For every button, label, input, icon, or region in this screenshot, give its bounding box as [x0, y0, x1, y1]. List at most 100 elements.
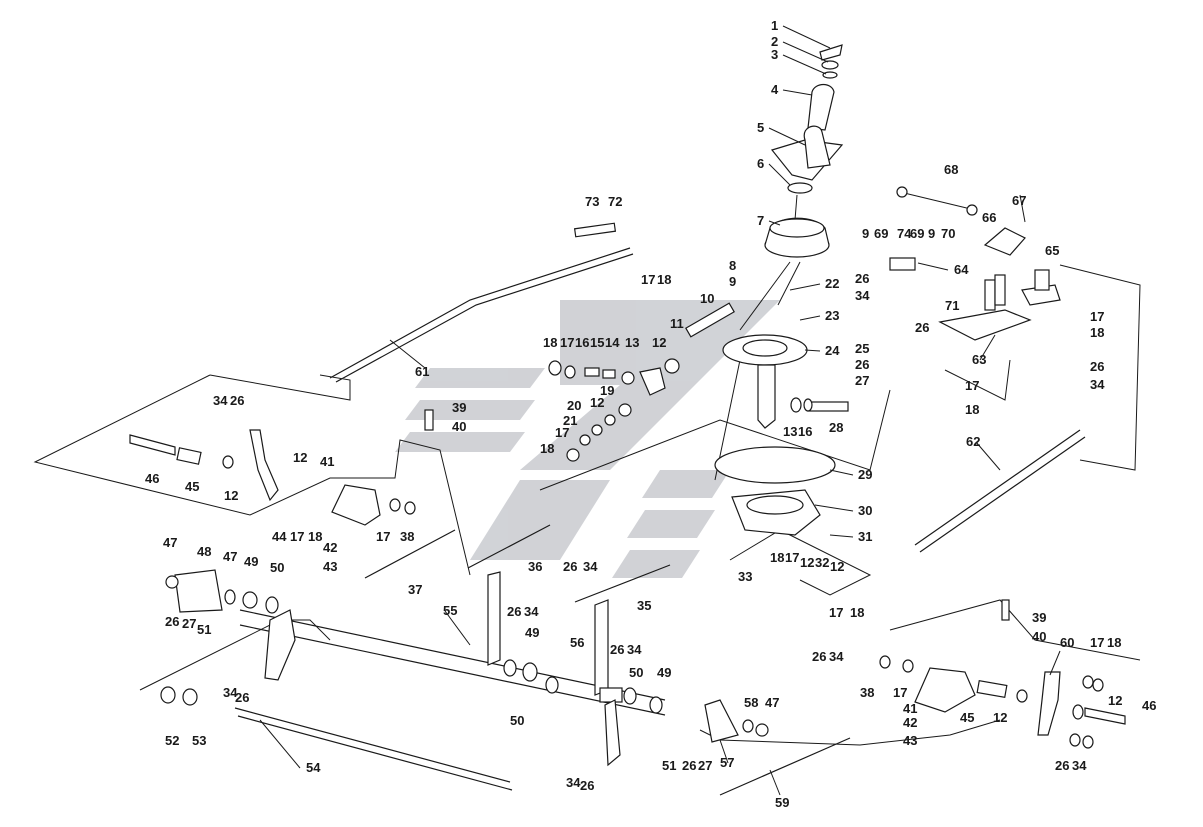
callout-17b: 17 — [1090, 309, 1104, 324]
callout-17a: 17 — [560, 335, 574, 350]
callout-32: 32 — [815, 555, 829, 570]
callout-12a: 12 — [652, 335, 666, 350]
callout-49a: 49 — [244, 554, 258, 569]
callout-34f: 34 — [627, 642, 642, 657]
callout-34c: 34 — [1090, 377, 1105, 392]
callout-62: 62 — [966, 434, 980, 449]
callout-37: 37 — [408, 582, 422, 597]
callout-65: 65 — [1045, 243, 1059, 258]
callout-18f: 18 — [850, 605, 864, 620]
callout-17g: 17 — [829, 605, 843, 620]
callout-26e: 26 — [1090, 359, 1104, 374]
left-upper-bracket-assembly — [129, 409, 434, 526]
callout-48: 48 — [197, 544, 211, 559]
callout-34g: 34 — [829, 649, 844, 664]
callout-11: 11 — [670, 316, 684, 331]
callout-38b: 38 — [860, 685, 874, 700]
callout-96: 9 — [862, 226, 869, 241]
callout-34j: 34 — [1072, 758, 1087, 773]
callout-3: 3 — [771, 47, 778, 62]
callout-8: 8 — [729, 258, 736, 273]
callout-27a: 27 — [855, 373, 869, 388]
callout-18i: 18 — [657, 272, 671, 287]
callout-49c: 49 — [657, 665, 671, 680]
callout-47c: 47 — [765, 695, 779, 710]
callout-18g: 18 — [965, 402, 979, 417]
callout-33: 33 — [738, 569, 752, 584]
callout-12c: 12 — [224, 488, 238, 503]
callout-17h: 17 — [965, 378, 979, 393]
callout-26c: 26 — [855, 271, 869, 286]
callout-52: 52 — [165, 733, 179, 748]
callout-41b: 41 — [903, 701, 917, 716]
callout-29: 29 — [858, 467, 872, 482]
callout-17k: 17 — [641, 272, 655, 287]
callout-24: 24 — [825, 343, 840, 358]
callout-26f: 26 — [563, 559, 577, 574]
callout-54: 54 — [306, 760, 321, 775]
callout-39b: 39 — [1032, 610, 1046, 625]
callout-50b: 50 — [629, 665, 643, 680]
callout-6: 6 — [757, 156, 764, 171]
callout-63: 63 — [972, 352, 986, 367]
callout-17f: 17 — [785, 550, 799, 565]
callout-2: 2 — [771, 34, 778, 49]
callout-43a: 43 — [323, 559, 337, 574]
callout-26a: 26 — [230, 393, 244, 408]
callout-31: 31 — [858, 529, 872, 544]
callout-56: 56 — [570, 635, 584, 650]
rods — [234, 222, 1086, 796]
callout-26m: 26 — [1055, 758, 1069, 773]
callout-20: 20 — [567, 398, 581, 413]
callout-42a: 42 — [323, 540, 337, 555]
callout-18e: 18 — [770, 550, 784, 565]
callout-17c: 17 — [555, 425, 569, 440]
callout-15: 15 — [590, 335, 604, 350]
callout-34b: 34 — [855, 288, 870, 303]
callout-51b: 51 — [662, 758, 676, 773]
callout-30: 30 — [858, 503, 872, 518]
callout-73: 73 — [585, 194, 599, 209]
callout-50a: 50 — [270, 560, 284, 575]
callout-26h: 26 — [610, 642, 624, 657]
callout-47a: 47 — [163, 535, 177, 550]
callout-46b: 46 — [1142, 698, 1156, 713]
callout-28: 28 — [829, 420, 843, 435]
upper-right-bracket-assembly — [889, 186, 1061, 341]
callout-49b: 49 — [525, 625, 539, 640]
callout-leaders — [259, 25, 1061, 796]
callout-17e: 17 — [290, 529, 304, 544]
callout-34h: 34 — [223, 685, 238, 700]
callout-26d: 26 — [915, 320, 929, 335]
callout-47b: 47 — [223, 549, 237, 564]
callout-12d: 12 — [590, 395, 604, 410]
callout-34i: 34 — [566, 775, 581, 790]
callout-45a: 45 — [185, 479, 199, 494]
callout-46a: 46 — [145, 471, 159, 486]
callout-7: 7 — [757, 213, 764, 228]
callout-17i: 17 — [893, 685, 907, 700]
right-lower-bracket-assembly — [879, 599, 1126, 749]
callout-34e: 34 — [524, 604, 539, 619]
callout-23: 23 — [825, 308, 839, 323]
callout-40b: 40 — [1032, 629, 1046, 644]
cross-shaft-assembly — [160, 569, 769, 767]
callout-66: 66 — [982, 210, 996, 225]
callout-16a: 16 — [575, 335, 589, 350]
callout-26j: 26 — [235, 690, 249, 705]
callout-17d: 17 — [376, 529, 390, 544]
callout-27b: 27 — [182, 616, 196, 631]
callout-labels: 1 2 3 4 5 6 7 8 9 10 11 12 13 14 15 16 1… — [145, 18, 1156, 810]
callout-38a: 38 — [400, 529, 414, 544]
callout-72: 72 — [608, 194, 622, 209]
callout-27c: 27 — [698, 758, 712, 773]
callout-70: 70 — [941, 226, 955, 241]
callout-18a: 18 — [543, 335, 557, 350]
callout-35: 35 — [637, 598, 651, 613]
callout-53: 53 — [192, 733, 206, 748]
callout-71: 71 — [945, 298, 959, 313]
callout-26l: 26 — [682, 758, 696, 773]
callout-40a: 40 — [452, 419, 466, 434]
callout-45b: 45 — [960, 710, 974, 725]
